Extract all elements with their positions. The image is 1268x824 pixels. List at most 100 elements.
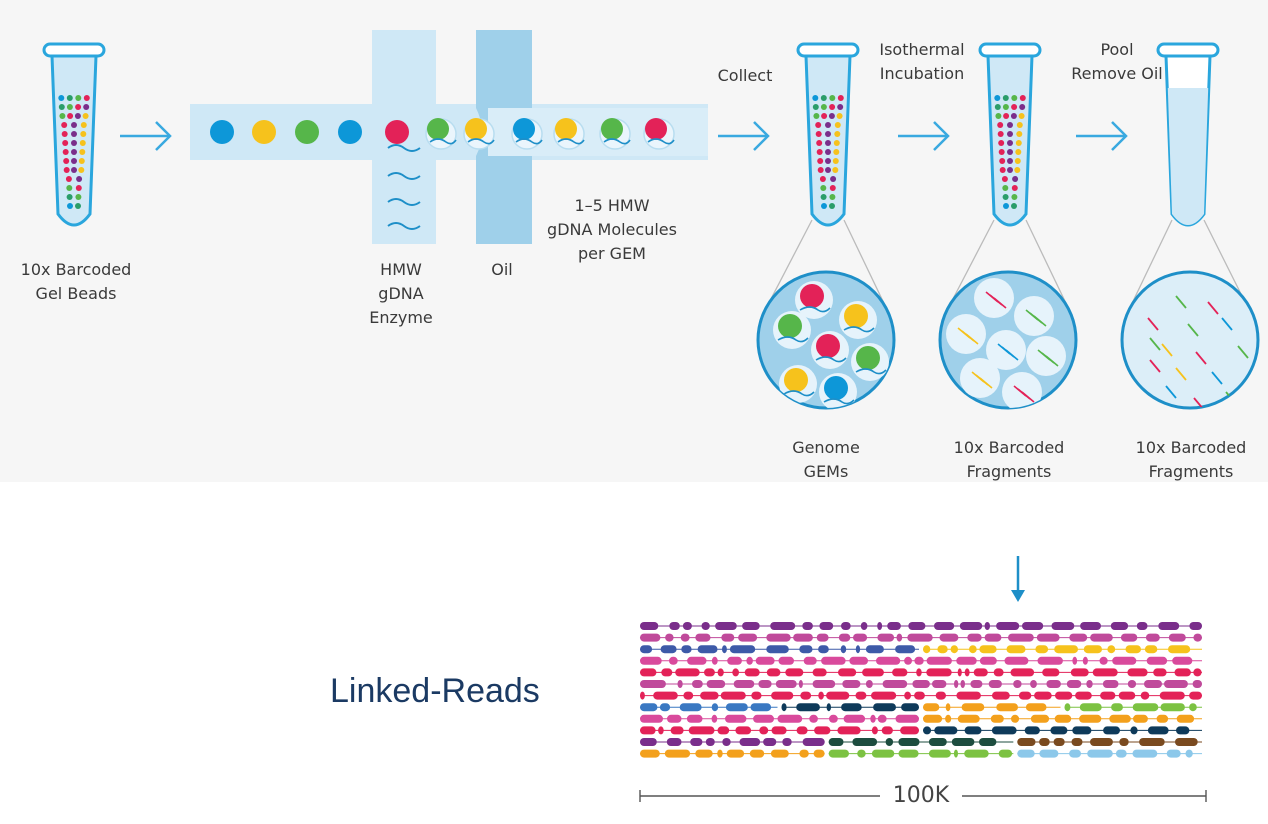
read-segment bbox=[1069, 749, 1081, 758]
read-segment bbox=[725, 703, 748, 712]
read-segment bbox=[778, 656, 794, 665]
read-segment bbox=[711, 656, 718, 665]
read-segment bbox=[964, 726, 982, 735]
bead-dot bbox=[82, 113, 89, 119]
read-segment bbox=[1053, 738, 1065, 746]
bead-dot bbox=[820, 194, 827, 200]
read-segment bbox=[990, 714, 1004, 723]
read-segment bbox=[717, 726, 730, 735]
read-segment bbox=[1066, 680, 1082, 688]
read-segment bbox=[1035, 645, 1049, 654]
read-segment bbox=[996, 622, 1020, 630]
read-segment bbox=[799, 645, 813, 654]
bead-dot bbox=[833, 140, 840, 146]
read-segment bbox=[969, 645, 977, 654]
read-segment bbox=[770, 749, 789, 758]
bead-dot bbox=[829, 194, 836, 200]
bead-dot bbox=[75, 104, 82, 110]
read-segment bbox=[1039, 749, 1059, 758]
read-segment bbox=[865, 645, 884, 654]
bead-dot bbox=[71, 131, 77, 137]
read-segment bbox=[923, 645, 931, 654]
fragment bbox=[1175, 367, 1187, 381]
read-segment bbox=[1168, 633, 1186, 642]
read-segment bbox=[664, 749, 691, 758]
read-segment bbox=[841, 703, 862, 712]
bead-dot bbox=[75, 185, 82, 191]
gel-bead bbox=[778, 314, 802, 338]
read-segment bbox=[735, 726, 752, 735]
collect-tube bbox=[796, 42, 860, 227]
read-segment bbox=[1090, 738, 1113, 746]
bead-dot bbox=[78, 167, 85, 173]
read-segment bbox=[838, 668, 857, 677]
read-segment bbox=[1133, 714, 1148, 723]
read-segment bbox=[1109, 714, 1131, 723]
right-arrow-icon bbox=[1076, 121, 1128, 151]
genome-gems-label: Genome GEMs bbox=[792, 438, 860, 481]
read-segment bbox=[726, 749, 745, 758]
read-segment bbox=[896, 633, 903, 642]
read-segment bbox=[818, 645, 829, 654]
read-segment bbox=[1030, 714, 1050, 723]
read-segment bbox=[700, 691, 719, 700]
read-segment bbox=[766, 633, 791, 642]
fragment bbox=[1161, 343, 1173, 357]
right-arrow-icon bbox=[718, 121, 770, 151]
read-segment bbox=[1159, 691, 1185, 700]
read-segment bbox=[1070, 668, 1089, 677]
read-segment bbox=[1176, 714, 1195, 723]
read-segment bbox=[996, 703, 1018, 712]
read-segment bbox=[695, 749, 713, 758]
read-segment bbox=[895, 645, 916, 654]
bead-dot bbox=[825, 158, 831, 164]
bead-dot bbox=[820, 95, 827, 101]
bead-dot bbox=[1019, 95, 1026, 101]
read-segment bbox=[855, 691, 867, 700]
read-segment bbox=[738, 633, 758, 642]
read-segment bbox=[855, 645, 861, 654]
gel-bead bbox=[645, 118, 667, 140]
fragment bbox=[1147, 317, 1159, 331]
bead-dot bbox=[1016, 122, 1023, 128]
read-segment bbox=[870, 714, 876, 723]
fragment bbox=[1149, 337, 1161, 351]
read-segment bbox=[945, 714, 952, 723]
read-segment bbox=[1079, 703, 1102, 712]
bead-dot bbox=[1011, 95, 1018, 101]
bead-dot bbox=[75, 203, 81, 209]
read-segment bbox=[979, 656, 997, 665]
read-segment bbox=[749, 749, 765, 758]
read-segment bbox=[828, 749, 849, 758]
read-segment bbox=[679, 703, 702, 712]
read-segment bbox=[640, 645, 653, 654]
bead-dot bbox=[71, 149, 77, 155]
bead-dot bbox=[62, 149, 69, 155]
read-segment bbox=[1046, 680, 1061, 688]
bead-dot bbox=[825, 122, 831, 128]
read-segment bbox=[1185, 749, 1193, 758]
read-segment bbox=[688, 726, 715, 735]
read-segment bbox=[1054, 645, 1078, 654]
bead-dot bbox=[58, 95, 65, 101]
read-segment bbox=[814, 726, 831, 735]
read-segment bbox=[1025, 703, 1047, 712]
bead-dot bbox=[834, 122, 841, 128]
bead-dot bbox=[71, 158, 77, 164]
read-segment bbox=[1174, 668, 1191, 677]
bead-dot bbox=[820, 104, 827, 110]
read-segment bbox=[770, 622, 796, 630]
read-segment bbox=[998, 749, 1013, 758]
read-segment bbox=[904, 656, 912, 665]
gel-bead bbox=[555, 118, 577, 140]
gel-bead bbox=[385, 120, 409, 144]
read-segment bbox=[871, 726, 878, 735]
read-segment bbox=[1051, 622, 1075, 630]
read-segment bbox=[690, 738, 703, 746]
read-segment bbox=[1136, 622, 1148, 630]
fragment bbox=[1187, 323, 1199, 337]
read-segment bbox=[640, 633, 661, 642]
read-segment bbox=[717, 749, 723, 758]
bead-dot bbox=[67, 113, 74, 119]
gel-bead bbox=[784, 368, 808, 392]
